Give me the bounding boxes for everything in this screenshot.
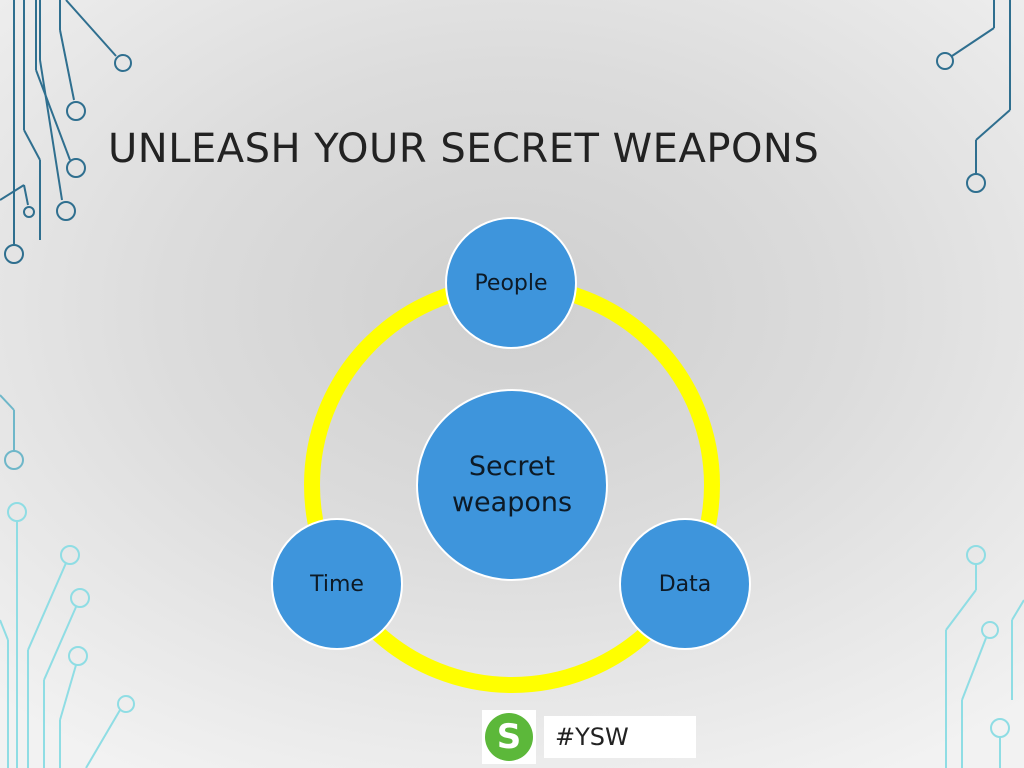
circuit-top-left: [0, 0, 132, 264]
circuit-top-right: [936, 0, 1011, 193]
node-data-label: Data: [658, 571, 712, 597]
node-center: Secret weapons: [416, 389, 608, 581]
node-time: Time: [271, 518, 403, 650]
node-people-label: People: [474, 270, 548, 296]
node-center-label: Secret weapons: [451, 451, 573, 518]
node-data: Data: [619, 518, 751, 650]
logo-s-icon: S: [485, 713, 533, 761]
hashtag-label: #YSW: [544, 716, 696, 758]
circuit-bottom-right: [945, 545, 1024, 768]
circuit-mid-left: [0, 394, 24, 470]
brand-logo: S: [482, 710, 536, 764]
node-time-label: Time: [310, 571, 364, 597]
node-people: People: [445, 217, 577, 349]
logo-letter: S: [496, 717, 522, 757]
slide-title: UNLEASH YOUR SECRET WEAPONS: [108, 126, 820, 172]
circuit-bottom-left: [0, 502, 135, 768]
